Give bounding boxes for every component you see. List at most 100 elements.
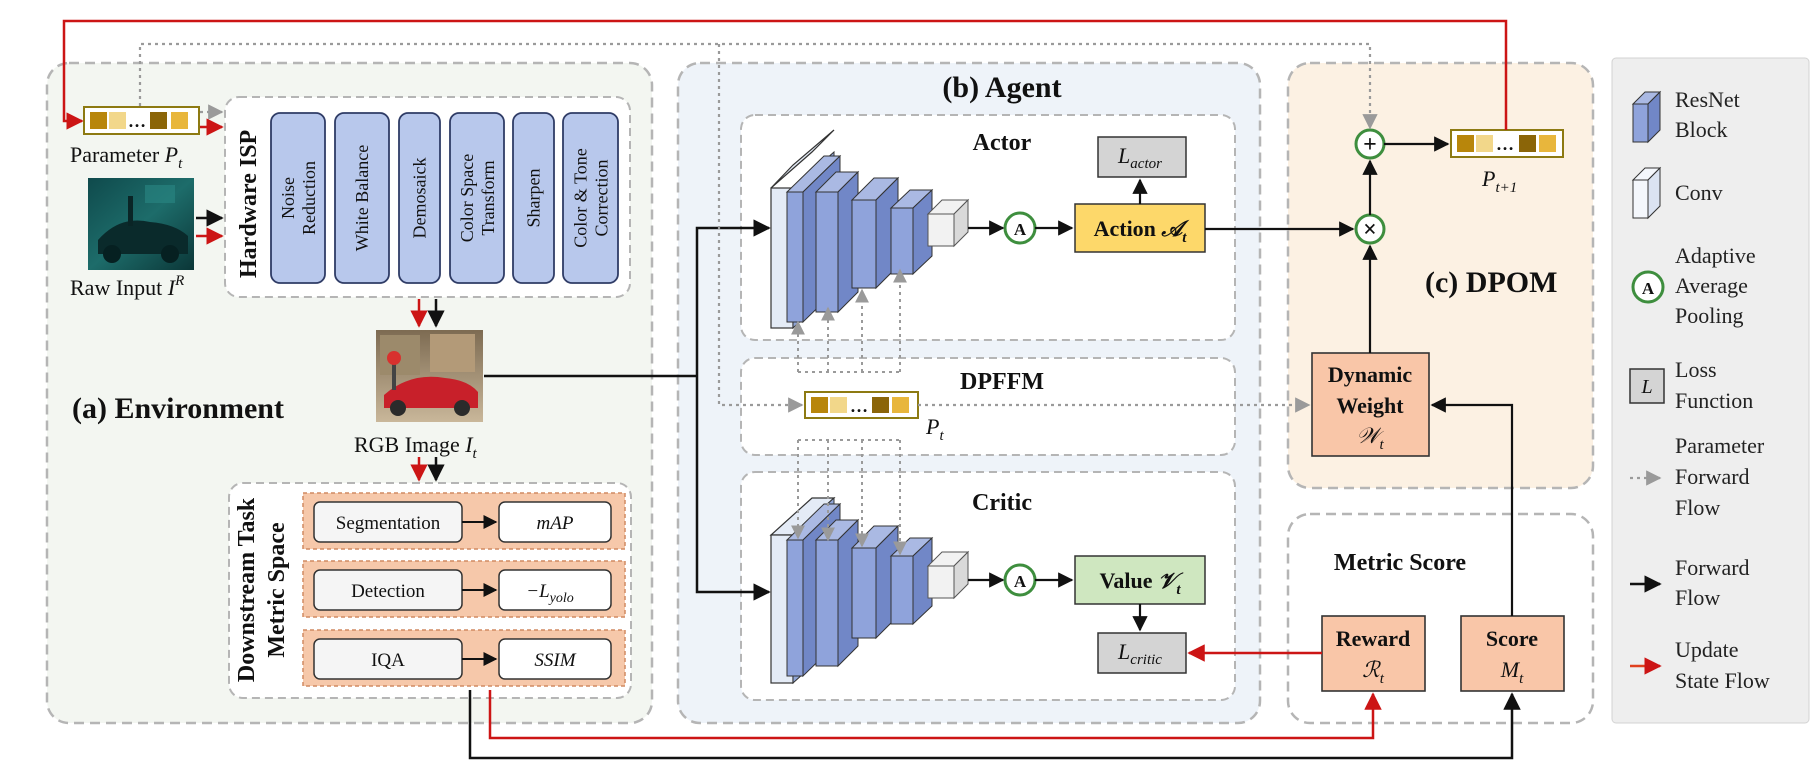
svg-text:Demosaick: Demosaick <box>410 158 430 239</box>
critic-pool-icon: A <box>1003 563 1037 597</box>
svg-text:Weight: Weight <box>1336 393 1404 418</box>
dpffm-parameter-bar: … <box>804 391 919 419</box>
dpffm-param-label: Pt <box>925 414 944 444</box>
svg-text:+: + <box>1363 132 1377 158</box>
dpffm-to-critic-flows <box>791 439 907 556</box>
dpffm-label: DPFFM <box>960 369 1044 395</box>
svg-text:IQA: IQA <box>371 650 405 671</box>
dpom-title: (c) DPOM <box>1425 266 1557 299</box>
svg-text:Detection: Detection <box>351 581 425 602</box>
parameter-label: Parameter Pt <box>70 142 183 172</box>
svg-text:State Flow: State Flow <box>1675 668 1770 693</box>
svg-text:Score: Score <box>1486 626 1538 651</box>
score-box: Score Mt <box>1460 615 1565 692</box>
isp-stage-color-space-transform: Color SpaceTransform <box>449 112 505 284</box>
svg-text:Lcritic: Lcritic <box>1117 639 1162 668</box>
svg-text:Value 𝒱t: Value 𝒱t <box>1100 568 1184 598</box>
svg-text:Segmentation: Segmentation <box>336 513 441 534</box>
task-to-reward-red <box>488 690 1382 740</box>
svg-text:Flow: Flow <box>1675 585 1720 610</box>
svg-text:A: A <box>1642 279 1655 298</box>
update-state-loop-top <box>62 19 1508 130</box>
parameter-to-dpffm-gray <box>717 44 804 413</box>
action-box: Action 𝒜t <box>1074 203 1206 253</box>
svg-text:Average: Average <box>1675 273 1748 298</box>
isp-stage-demosaick: Demosaick <box>398 112 441 284</box>
raw-input-image <box>88 178 194 270</box>
value-box: Value 𝒱t <box>1074 555 1206 605</box>
raw-input-label: Raw Input IR <box>70 273 184 300</box>
hardware-isp-label: Hardware ISP <box>236 130 262 278</box>
critic-label: Critic <box>972 490 1032 516</box>
loss-actor-box: Lactor <box>1097 136 1187 178</box>
svg-text:…: … <box>128 111 146 131</box>
svg-text:Flow: Flow <box>1675 495 1720 520</box>
conv-icon <box>1631 166 1662 220</box>
reward-box: Reward ℛt <box>1321 615 1426 692</box>
score-to-dynamic-weight <box>1430 397 1514 616</box>
svg-text:NoiseReduction: NoiseReduction <box>278 161 319 235</box>
svg-text:Parameter: Parameter <box>1675 433 1765 458</box>
metric-space-label: Metric Space <box>264 522 290 658</box>
svg-text:L: L <box>1640 376 1652 398</box>
svg-text:Reward: Reward <box>1336 626 1411 651</box>
actor-pool-icon: A <box>1003 211 1037 245</box>
dpffm-panel <box>740 357 1236 456</box>
downstream-task-label: Downstream Task <box>234 497 260 682</box>
legend: ResNet Block Conv A Adaptive Average Poo… <box>1629 87 1770 693</box>
loss-critic-box: Lcritic <box>1097 632 1187 674</box>
svg-text:Sharpen: Sharpen <box>524 169 544 228</box>
dynamic-weight-box: Dynamic Weight 𝒲t <box>1311 352 1430 457</box>
svg-text:Color SpaceTransform: Color SpaceTransform <box>457 154 498 242</box>
task-to-score-black <box>468 690 1521 760</box>
svg-text:Mt: Mt <box>1500 657 1524 687</box>
svg-text:−Lyolo: −Lyolo <box>526 581 574 606</box>
next-parameter-label: Pt+1 <box>1481 166 1517 196</box>
plus-operator-icon: + <box>1354 128 1386 160</box>
dpffm-to-actor-flows <box>791 268 907 373</box>
svg-text:Dynamic: Dynamic <box>1328 362 1413 387</box>
svg-text:Adaptive: Adaptive <box>1675 243 1756 268</box>
isp-stage-noise-reduction: NoiseReduction <box>270 112 326 284</box>
svg-text:A: A <box>1014 220 1027 239</box>
parameter-bar: … <box>83 106 200 135</box>
svg-text:…: … <box>1496 134 1514 154</box>
svg-text:Function: Function <box>1675 388 1753 413</box>
svg-text:A: A <box>1014 572 1027 591</box>
parameter-forward-top <box>138 42 1378 130</box>
isp-stage-color-tone-correction: Color & ToneCorrection <box>562 112 619 284</box>
metric-score-title: Metric Score <box>1334 550 1466 576</box>
svg-text:Block: Block <box>1675 117 1728 142</box>
resnet-block-icon <box>1631 90 1662 144</box>
svg-text:Conv: Conv <box>1675 180 1723 205</box>
svg-text:Lactor: Lactor <box>1117 143 1162 172</box>
svg-text:×: × <box>1363 217 1377 243</box>
adaptive-average-pooling-icon: A <box>1631 270 1665 304</box>
loss-function-icon: L <box>1629 368 1665 404</box>
svg-text:White Balance: White Balance <box>352 145 372 251</box>
legend-panel <box>1611 57 1810 724</box>
svg-text:ℛt: ℛt <box>1362 657 1385 687</box>
svg-text:Color & ToneCorrection: Color & ToneCorrection <box>571 148 612 247</box>
actor-label: Actor <box>973 130 1032 156</box>
times-operator-icon: × <box>1354 213 1386 245</box>
svg-text:Forward: Forward <box>1675 464 1750 489</box>
next-parameter-bar: … <box>1450 129 1564 158</box>
svg-text:Loss: Loss <box>1675 357 1717 382</box>
svg-text:Update: Update <box>1675 637 1739 662</box>
actor-network <box>770 129 970 330</box>
agent-title: (b) Agent <box>942 71 1061 104</box>
task-row-segmentation: Segmentation mAP <box>302 492 626 550</box>
rgb-image <box>376 330 483 422</box>
svg-text:…: … <box>850 396 868 416</box>
svg-text:Pooling: Pooling <box>1675 303 1743 328</box>
environment-title: (a) Environment <box>72 392 284 425</box>
isp-stage-white-balance: White Balance <box>334 112 390 284</box>
svg-text:SSIM: SSIM <box>534 650 576 671</box>
svg-text:ResNet: ResNet <box>1675 87 1740 112</box>
isp-stage-sharpen: Sharpen <box>512 112 555 284</box>
rgb-image-label: RGB Image It <box>354 432 478 462</box>
svg-text:Forward: Forward <box>1675 555 1750 580</box>
agent-split-to-critic <box>695 376 771 601</box>
agent-split-to-actor <box>695 219 771 376</box>
